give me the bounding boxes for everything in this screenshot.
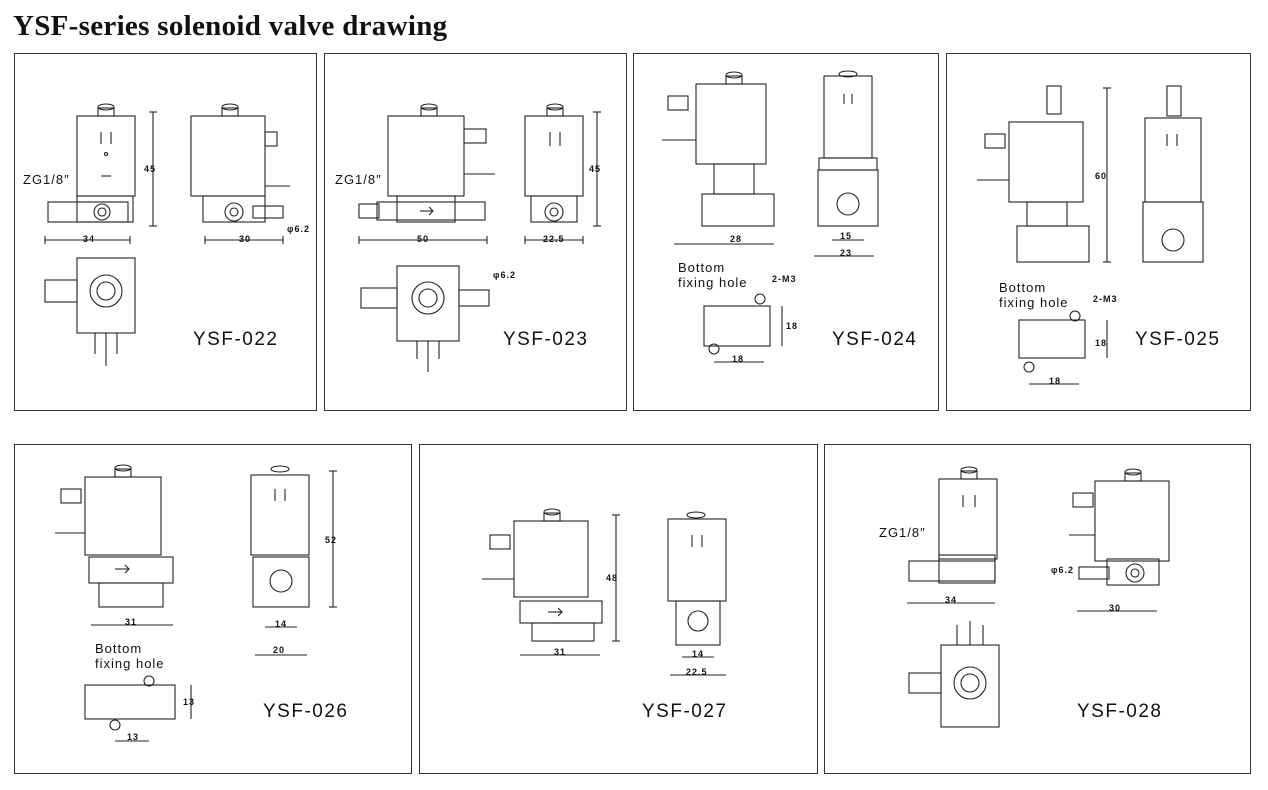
panel-ysf-026: Bottom fixing hole 52 31 14 20 13 13 YSF… — [14, 444, 412, 774]
ysf-028-drawing — [907, 466, 1170, 728]
ysf-027-drawing — [482, 508, 727, 676]
panel-ysf-027: 48 31 14 22.5 YSF-027 — [419, 444, 818, 774]
ysf-025-note-line2: fixing hole — [999, 295, 1069, 310]
ysf-025-screw-label: 2-M3 — [1093, 294, 1118, 304]
ysf-025-note-line1: Bottom — [999, 280, 1047, 295]
ysf-026-dim-height: 52 — [325, 535, 338, 545]
ysf-025-model-label: YSF-025 — [1135, 329, 1221, 350]
ysf-028-dim-width-side: 30 — [1109, 603, 1122, 613]
page-title: YSF-series solenoid valve drawing — [13, 10, 448, 42]
ysf-026-note-line2: fixing hole — [95, 656, 165, 671]
ysf-025-drawing — [977, 85, 1204, 385]
ysf-024-dim-side-outer: 23 — [840, 248, 853, 258]
ysf-026-drawing — [55, 464, 337, 742]
ysf-023-thread-label: ZG1/8″ — [335, 172, 382, 187]
ysf-023-dim-width-side: 22.5 — [543, 234, 565, 244]
ysf-024-note-line2: fixing hole — [678, 275, 748, 290]
panel-ysf-028: ZG1/8″ 34 30 φ6.2 YSF-028 — [824, 444, 1251, 774]
panel-ysf-022: ZG1/8″ 45 34 30 φ6.2 YSF-022 — [14, 53, 317, 411]
panel-ysf-025: Bottom fixing hole 2-M3 60 18 18 YSF-025 — [946, 53, 1251, 411]
ysf-026-model-label: YSF-026 — [263, 701, 349, 722]
ysf-024-dim-side-inner: 15 — [840, 231, 853, 241]
ysf-022-dim-dia: φ6.2 — [287, 224, 310, 234]
ysf-022-dim-width-side: 30 — [239, 234, 252, 244]
ysf-026-dim-hole-h: 13 — [183, 697, 196, 707]
ysf-027-model-label: YSF-027 — [642, 701, 728, 722]
ysf-023-dim-dia: φ6.2 — [493, 270, 516, 280]
ysf-024-dim-hole-w: 18 — [732, 354, 745, 364]
ysf-024-dim-hole-h: 18 — [786, 321, 799, 331]
ysf-022-thread-label: ZG1/8″ — [23, 172, 70, 187]
ysf-024-dim-width-front: 28 — [730, 234, 743, 244]
ysf-022-dim-height: 45 — [144, 164, 157, 174]
ysf-022-dim-width-front: 34 — [83, 234, 96, 244]
ysf-027-dim-height: 48 — [606, 573, 619, 583]
panel-ysf-024: Bottom fixing hole 2-M3 28 15 23 18 18 Y… — [633, 53, 939, 411]
ysf-024-screw-label: 2-M3 — [772, 274, 797, 284]
ysf-025-dim-hole-w: 18 — [1049, 376, 1062, 386]
ysf-025-dim-hole-h: 18 — [1095, 338, 1108, 348]
ysf-027-dim-width-front: 31 — [554, 647, 567, 657]
ysf-022-model-label: YSF-022 — [193, 329, 279, 350]
ysf-024-drawing — [662, 70, 879, 363]
ysf-023-model-label: YSF-023 — [503, 329, 589, 350]
ysf-028-model-label: YSF-028 — [1077, 701, 1163, 722]
ysf-026-dim-side-inner: 14 — [275, 619, 288, 629]
ysf-028-dim-dia: φ6.2 — [1051, 565, 1074, 575]
ysf-026-dim-width-front: 31 — [125, 617, 138, 627]
ysf-026-dim-hole-w: 13 — [127, 732, 140, 742]
ysf-028-dim-width-front: 34 — [945, 595, 958, 605]
ysf-026-dim-side-outer: 20 — [273, 645, 286, 655]
ysf-026-note-line1: Bottom — [95, 641, 143, 656]
ysf-027-dim-side-outer: 22.5 — [686, 667, 708, 677]
ysf-022-drawing — [44, 103, 290, 366]
ysf-025-dim-height: 60 — [1095, 171, 1108, 181]
ysf-023-drawing — [358, 103, 601, 372]
ysf-024-note-line1: Bottom — [678, 260, 726, 275]
panel-ysf-023: ZG1/8″ 45 50 22.5 φ6.2 YSF-023 — [324, 53, 627, 411]
ysf-023-dim-height: 45 — [589, 164, 602, 174]
ysf-027-dim-side-inner: 14 — [692, 649, 705, 659]
ysf-028-thread-label: ZG1/8″ — [879, 525, 926, 540]
ysf-023-dim-width-front: 50 — [417, 234, 430, 244]
ysf-024-model-label: YSF-024 — [832, 329, 918, 350]
